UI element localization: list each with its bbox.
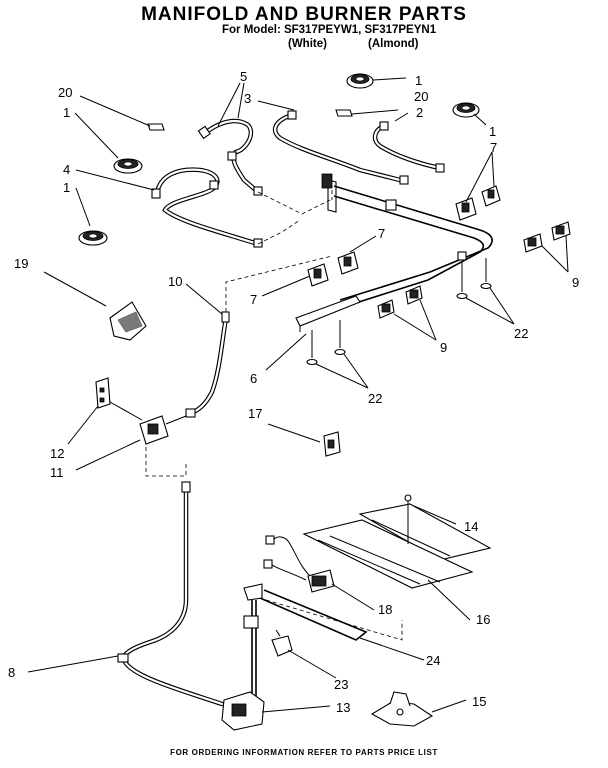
callout-numbers: 1 1 1 1 2 3 4 5 6 7 7 7 8 9 9 10 11 12 1…	[8, 69, 579, 715]
leader-lines	[27, 77, 569, 713]
part-11-regulator	[109, 401, 187, 445]
valve-center-lower	[307, 263, 329, 287]
callout-7-center: 7	[378, 226, 385, 241]
screws	[306, 258, 492, 366]
page-title: MANIFOLD AND BURNER PARTS	[141, 4, 467, 25]
callout-23: 23	[334, 677, 348, 692]
callout-4: 4	[63, 162, 70, 177]
callout-22-right: 22	[514, 326, 528, 341]
callout-9-right: 9	[572, 275, 579, 290]
valve-right-upper	[481, 185, 501, 207]
tube-fittings	[117, 110, 445, 663]
callout-19: 19	[14, 256, 28, 271]
surface-burners	[78, 73, 480, 246]
callout-7-right: 7	[490, 140, 497, 155]
manifold-pipe	[321, 173, 493, 309]
callout-1-right: 1	[489, 124, 496, 139]
burner-left-upper	[113, 158, 143, 174]
callout-2: 2	[416, 105, 423, 120]
part-18-24-ignition	[259, 535, 403, 641]
burner-right	[452, 102, 480, 118]
ordering-note: FOR ORDERING INFORMATION REFER TO PARTS …	[170, 748, 438, 757]
burner-top-center	[346, 73, 374, 89]
callout-20-left: 20	[58, 85, 72, 100]
part-19-cover	[109, 301, 147, 341]
part-17-switch	[323, 431, 341, 457]
burner-brackets	[147, 109, 353, 131]
callout-14: 14	[464, 519, 478, 534]
callout-12: 12	[50, 446, 64, 461]
variant-white: (White)	[288, 38, 327, 50]
part-12-bracket	[95, 377, 111, 409]
burner-left-lower	[78, 230, 108, 246]
callout-18: 18	[378, 602, 392, 617]
burner-orifices	[377, 221, 571, 319]
callout-17: 17	[248, 406, 262, 421]
callout-11: 11	[50, 465, 64, 480]
callout-15: 15	[472, 694, 486, 709]
callout-13: 13	[336, 700, 350, 715]
assembly-guides	[145, 190, 333, 477]
part-15-bracket	[370, 691, 434, 727]
callout-7-left: 7	[250, 292, 257, 307]
callout-6: 6	[250, 371, 257, 386]
callout-9-center: 9	[440, 340, 447, 355]
variant-almond: (Almond)	[368, 38, 419, 50]
callout-20-right: 20	[414, 89, 428, 104]
callout-16: 16	[476, 612, 490, 627]
manifold-bracket	[295, 295, 361, 332]
model-line: For Model: SF317PEYW1, SF317PEYN1	[222, 24, 437, 36]
valve-center-upper	[337, 251, 359, 275]
callout-22-center: 22	[368, 391, 382, 406]
callout-10: 10	[168, 274, 182, 289]
callout-8: 8	[8, 665, 15, 680]
callout-1-top: 1	[415, 73, 422, 88]
callout-3: 3	[244, 91, 251, 106]
burner-valves	[307, 185, 501, 287]
callout-1-left-upper: 1	[63, 105, 70, 120]
part-14-16-burner-base	[302, 494, 492, 589]
callout-24: 24	[426, 653, 440, 668]
callout-1-left-lower: 1	[63, 180, 70, 195]
callout-5: 5	[240, 69, 247, 84]
part-23-clip	[271, 629, 293, 657]
part-13-valve	[221, 583, 265, 731]
